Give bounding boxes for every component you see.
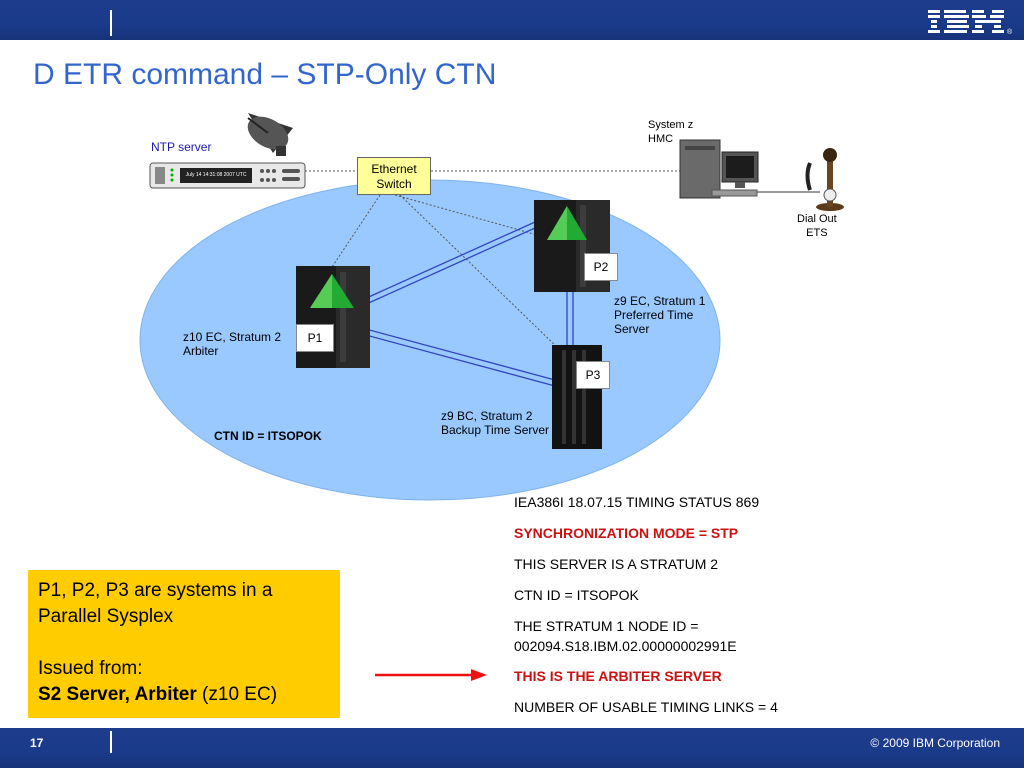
timing-links — [361, 221, 574, 387]
footer-banner: 17 © 2009 IBM Corporation — [0, 728, 1024, 768]
p1-mainframe-icon — [296, 266, 370, 368]
network-diagram — [139, 113, 844, 501]
copyright: © 2009 IBM Corporation — [870, 736, 1000, 750]
page-title: D ETR command – STP-Only CTN — [33, 58, 497, 91]
status-line-4: CTN ID = ITSOPOK — [514, 587, 639, 603]
note-line-3: Issued from: — [38, 658, 143, 679]
p2-description-line3: Server — [614, 322, 650, 336]
p2-description: z9 EC, Stratum 1 Preferred Time Server — [614, 294, 705, 336]
banner-divider — [110, 10, 112, 36]
ethernet-switch-line1: Ethernet — [371, 162, 417, 176]
p1-description: z10 EC, Stratum 2 Arbiter — [183, 330, 281, 358]
dotted-connections — [305, 170, 680, 351]
status-line-1: IEA386I 18.07.15 TIMING STATUS 869 — [514, 494, 760, 510]
p1-description-line2: Arbiter — [183, 344, 219, 358]
p1-description-line1: z10 EC, Stratum 2 — [183, 330, 282, 344]
dialout-label-line2: ETS — [806, 227, 828, 239]
p2-label: P2 — [584, 253, 618, 281]
hmc-computer-icon — [679, 139, 759, 199]
satellite-dish-icon — [247, 113, 293, 156]
p1-label: P1 — [296, 324, 334, 352]
p2-mainframe-icon — [534, 200, 610, 292]
note-line-4-bold: S2 Server, Arbiter — [38, 684, 197, 705]
status-line-7: THIS IS THE ARBITER SERVER — [514, 668, 722, 684]
ntp-server-label: NTP server — [151, 140, 212, 154]
hmc-label-line1: System z — [648, 119, 694, 131]
ethernet-switch: Ethernet Switch — [357, 157, 431, 195]
note-spacer — [38, 630, 330, 656]
note-line-4: S2 Server, Arbiter (z10 EC) — [38, 682, 330, 708]
status-line-3: THIS SERVER IS A STRATUM 2 — [514, 556, 719, 572]
p3-label: P3 — [576, 361, 610, 389]
p3-description-line1: z9 BC, Stratum 2 — [441, 409, 533, 423]
hmc-label: System z HMC — [648, 118, 693, 146]
status-line-8: NUMBER OF USABLE TIMING LINKS = 4 — [514, 699, 778, 715]
dialout-label-line1: Dial Out — [797, 213, 837, 225]
svg-text:®: ® — [1007, 28, 1013, 36]
p2-description-line1: z9 EC, Stratum 1 — [614, 294, 706, 308]
note-line-4-rest: (z10 EC) — [196, 684, 278, 705]
note-line-1: P1, P2, P3 are systems in a — [38, 580, 273, 601]
p3-description: z9 BC, Stratum 2 Backup Time Server — [441, 409, 549, 437]
note-box: P1, P2, P3 are systems in a Parallel Sys… — [28, 570, 340, 718]
footer-divider — [110, 731, 112, 753]
p2-description-line2: Preferred Time — [614, 308, 694, 322]
hmc-label-line2: HMC — [648, 133, 674, 145]
ntp-server-icon — [149, 162, 306, 189]
note-line-2: Parallel Sysplex — [38, 606, 174, 627]
ctn-id-label: CTN ID = ITSOPOK — [214, 429, 322, 443]
p3-description-line2: Backup Time Server — [441, 423, 550, 437]
status-line-6: 002094.S18.IBM.02.00000002991E — [514, 638, 737, 654]
ibm-logo: ® — [928, 10, 1013, 36]
red-arrow-icon — [375, 669, 487, 681]
status-line-5: THE STRATUM 1 NODE ID = — [514, 618, 699, 634]
telephone-icon — [805, 148, 844, 211]
page-number: 17 — [30, 736, 44, 750]
top-banner: ® — [0, 0, 1024, 40]
ntp-display-text: July 14 14:31:08 2007 UTC — [185, 172, 247, 178]
dialout-label: Dial Out ETS — [797, 212, 837, 240]
status-line-2: SYNCHRONIZATION MODE = STP — [514, 525, 739, 541]
ethernet-switch-line2: Switch — [376, 177, 412, 191]
